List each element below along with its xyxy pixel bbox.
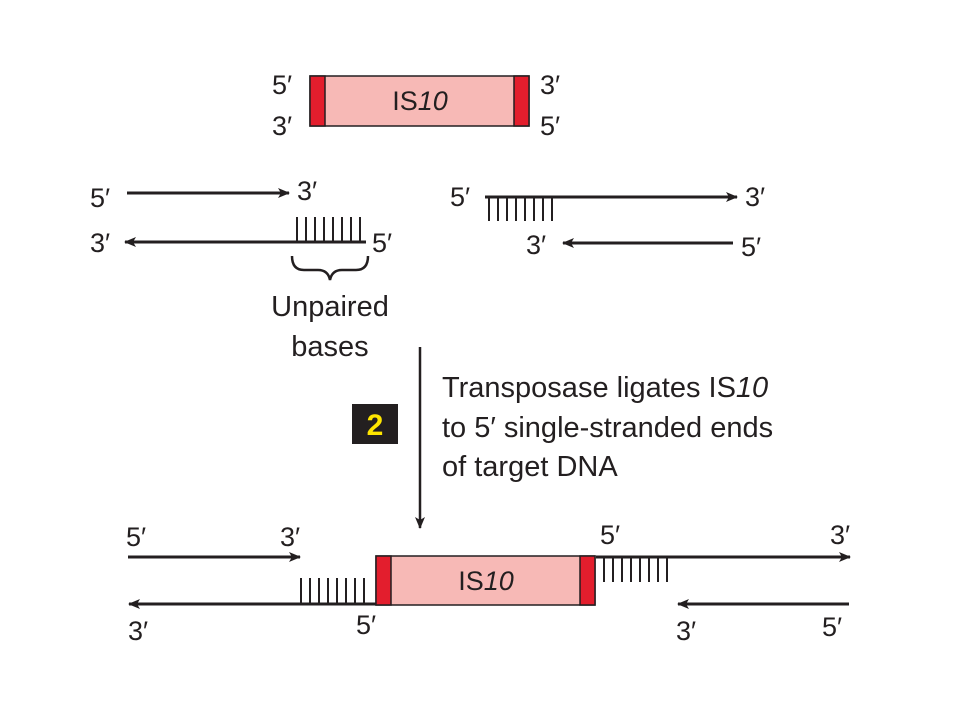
is10-right-terminus-top	[513, 75, 530, 127]
unpaired-bases-ticks	[488, 198, 553, 221]
is10-left-terminus-top	[309, 75, 326, 127]
end-label-3prime: 3′	[280, 522, 300, 552]
step-caption-line2: to 5′ single-stranded ends	[442, 412, 773, 444]
end-label-3prime: 3′	[830, 520, 850, 550]
integration-product: 5′ 3′ 3′ 5′ IS10 5′ 3′ 3′ 5′	[126, 520, 851, 646]
end-label-3prime: 3′	[745, 182, 765, 212]
end-label-5prime: 5′	[372, 228, 392, 258]
is10-right-terminus-inserted	[579, 555, 596, 606]
end-label-5prime: 5′	[90, 183, 110, 213]
unpaired-bases-ticks	[603, 558, 668, 582]
target-dna-right-fragment: 5′ 3′ 3′ 5′	[450, 182, 765, 262]
is10-label-top: IS10	[392, 86, 448, 116]
end-label-3prime: 3′	[676, 616, 696, 646]
end-label-3prime: 3′	[272, 111, 292, 141]
end-label-5prime: 5′	[272, 70, 292, 100]
end-label-3prime: 3′	[90, 228, 110, 258]
brace	[290, 255, 370, 281]
end-label-5prime: 5′	[126, 522, 146, 552]
end-label-3prime: 3′	[526, 230, 546, 260]
end-label-5prime: 5′	[450, 182, 470, 212]
step-number-box	[352, 404, 398, 444]
step-caption-line3: of target DNA	[442, 451, 618, 483]
step-2-annotation: 2 Transposase ligates IS10 to 5′ single-…	[352, 347, 773, 529]
is10-label-inserted: IS10	[458, 566, 514, 596]
target-dna-left-fragment: 5′ 3′ 3′ 5′ Unpaired bases	[90, 176, 392, 363]
end-label-3prime: 3′	[540, 70, 560, 100]
brace-label-line2: bases	[291, 331, 368, 363]
unpaired-bases-ticks	[300, 578, 365, 603]
is10-body-inserted	[375, 555, 596, 606]
end-label-5prime: 5′	[356, 610, 376, 640]
end-label-3prime: 3′	[128, 616, 148, 646]
is10-element-top: IS10 5′ 3′ 3′ 5′	[272, 70, 560, 141]
end-label-5prime: 5′	[600, 520, 620, 550]
is10-left-terminus-inserted	[375, 555, 392, 606]
step-caption-line1: Transposase ligates IS10	[442, 372, 768, 404]
end-label-5prime: 5′	[822, 612, 842, 642]
end-label-3prime: 3′	[297, 176, 317, 206]
is10-body-top	[309, 75, 530, 127]
step-number: 2	[367, 409, 384, 442]
end-label-5prime: 5′	[540, 111, 560, 141]
end-label-5prime: 5′	[741, 232, 761, 262]
brace-label-line1: Unpaired	[271, 291, 389, 323]
unpaired-bases-ticks	[296, 217, 361, 241]
